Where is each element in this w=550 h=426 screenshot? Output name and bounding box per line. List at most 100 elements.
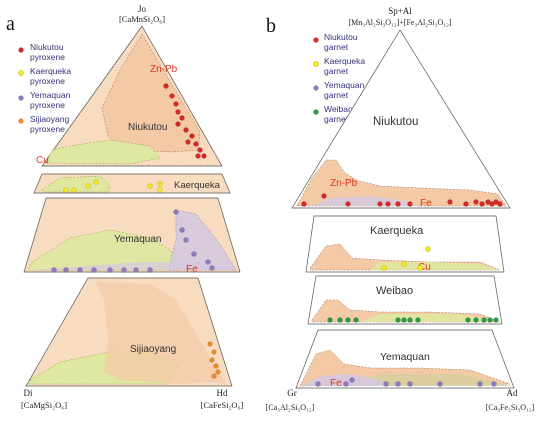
data-point bbox=[465, 317, 471, 323]
panel-b-apex-top-name: Sp+Al bbox=[388, 6, 412, 16]
data-point bbox=[473, 199, 479, 205]
panel-a-yemaquan-points bbox=[51, 209, 215, 273]
data-point bbox=[163, 83, 169, 89]
data-point bbox=[417, 265, 423, 271]
data-point bbox=[71, 187, 77, 193]
data-point bbox=[211, 373, 217, 379]
data-point bbox=[491, 381, 497, 387]
data-point bbox=[383, 381, 389, 387]
legend-b-weibao-label-1: Weibao bbox=[324, 104, 353, 114]
panel-b-apex-left-name: Gr bbox=[287, 388, 297, 398]
legend-b-yemaquan-label-2: garnet bbox=[324, 90, 349, 100]
data-point bbox=[401, 261, 407, 267]
data-point bbox=[205, 259, 211, 265]
data-point bbox=[191, 251, 197, 257]
panel-b-legend: Niukutou garnet Kaerqueka garnet Yemaqua… bbox=[313, 32, 365, 124]
data-point bbox=[157, 187, 163, 193]
panel-b-znpb-label: Zn-Pb bbox=[330, 178, 358, 189]
legend-a-niukutou-marker bbox=[18, 47, 24, 53]
data-point bbox=[51, 267, 57, 273]
legend-b-niukutou-marker bbox=[313, 37, 319, 43]
data-point bbox=[479, 201, 485, 207]
panel-a-sijiaoyang-points bbox=[207, 341, 221, 379]
legend-b-weibao-marker bbox=[313, 109, 319, 115]
panel-b-yemaquan-band: Yemaquan Fe bbox=[295, 329, 515, 389]
data-point bbox=[63, 187, 69, 193]
panel-a-yemaquan-label: Yemaquan bbox=[114, 234, 161, 245]
data-point bbox=[193, 141, 199, 147]
data-point bbox=[215, 369, 221, 375]
data-point bbox=[175, 109, 181, 115]
panel-a-apex-top-name: Jo bbox=[138, 4, 147, 14]
data-point bbox=[493, 317, 499, 323]
panel-b-kaerqueka-points bbox=[381, 246, 431, 271]
data-point bbox=[473, 317, 479, 323]
data-point bbox=[185, 139, 191, 145]
data-point bbox=[385, 201, 391, 207]
data-point bbox=[353, 317, 359, 323]
legend-b-niukutou-label-1: Niukutou bbox=[324, 32, 358, 42]
data-point bbox=[85, 183, 91, 189]
data-point bbox=[493, 199, 499, 205]
panel-a-sijiaoyang-band: Sijiaoyang bbox=[25, 277, 233, 387]
data-point bbox=[183, 127, 189, 133]
legend-a-sijiaoyang-marker bbox=[18, 118, 24, 124]
panel-b-cu-label: Cu bbox=[418, 262, 431, 273]
panel-b-kaerqueka-label: Kaerqueka bbox=[370, 225, 424, 237]
data-point bbox=[487, 317, 493, 323]
legend-b-niukutou-label-2: garnet bbox=[324, 42, 349, 52]
panel-b-letter: b bbox=[266, 15, 276, 37]
legend-a-yemaquan-label-2: pyroxene bbox=[30, 100, 65, 110]
panel-a-sijiaoyang-label: Sijiaoyang bbox=[130, 344, 176, 355]
data-point bbox=[173, 209, 179, 215]
data-point bbox=[337, 317, 343, 323]
legend-a-yemaquan-marker bbox=[18, 95, 24, 101]
data-point bbox=[189, 133, 195, 139]
panel-b-yemaquan-label: Yemaquan bbox=[380, 351, 430, 363]
data-point bbox=[93, 179, 99, 185]
data-point bbox=[395, 381, 401, 387]
legend-b-kaerqueka-label-1: Kaerqueka bbox=[324, 56, 365, 66]
data-point bbox=[415, 317, 421, 323]
panel-a-kaerqueka-label: Kaerqueka bbox=[174, 180, 221, 191]
data-point bbox=[395, 317, 401, 323]
data-point bbox=[425, 246, 431, 252]
legend-a-niukutou-label-2: pyroxene bbox=[30, 52, 65, 62]
panel-b-fe-label-bottom: Fe bbox=[330, 378, 342, 389]
data-point bbox=[377, 201, 383, 207]
data-point bbox=[407, 317, 413, 323]
panel-b-niukutou-label: Niukutou bbox=[373, 116, 418, 128]
data-point bbox=[321, 193, 327, 199]
legend-b-kaerqueka-marker bbox=[313, 61, 319, 67]
data-point bbox=[327, 317, 333, 323]
data-point bbox=[183, 237, 189, 243]
panel-a-niukutou-label: Niukutou bbox=[128, 122, 167, 133]
data-point bbox=[345, 201, 351, 207]
data-point bbox=[497, 201, 503, 207]
data-point bbox=[315, 381, 321, 387]
data-point bbox=[209, 265, 215, 271]
panel-b-weibao-label: Weibao bbox=[376, 285, 413, 297]
legend-a-kaerqueka-marker bbox=[18, 70, 24, 76]
data-point bbox=[209, 357, 215, 363]
data-point bbox=[169, 93, 175, 99]
panel-b: b Sp+Al [Mn₃Al₂Si₃O₁₂]+[Fe₃Al₂Si₃O₁₂] Gr… bbox=[266, 6, 535, 412]
panel-b-weibao-points bbox=[327, 317, 499, 323]
panel-b-apex-top-formula: [Mn₃Al₂Si₃O₁₂]+[Fe₃Al₂Si₃O₁₂] bbox=[348, 18, 451, 27]
legend-a-kaerqueka-label-1: Kaerqueka bbox=[30, 66, 71, 76]
panel-a-apex-right-formula: [CaFeSi₂O₆] bbox=[201, 400, 244, 410]
data-point bbox=[489, 201, 495, 207]
data-point bbox=[481, 317, 487, 323]
data-point bbox=[175, 121, 181, 127]
data-point bbox=[381, 265, 387, 271]
data-point bbox=[63, 267, 69, 273]
panel-a-letter: a bbox=[6, 13, 15, 35]
panel-a-apex-left-name: Di bbox=[24, 388, 33, 398]
panel-a-niukutou-triangle: Zn-Pb Cu Niukutou bbox=[36, 25, 223, 167]
data-point bbox=[485, 199, 491, 205]
data-point bbox=[437, 381, 443, 387]
panel-b-apex-left-formula: [Ca₃Al₂Si₃O₁₂] bbox=[266, 403, 315, 412]
data-point bbox=[401, 317, 407, 323]
data-point bbox=[107, 267, 113, 273]
data-point bbox=[179, 227, 185, 233]
